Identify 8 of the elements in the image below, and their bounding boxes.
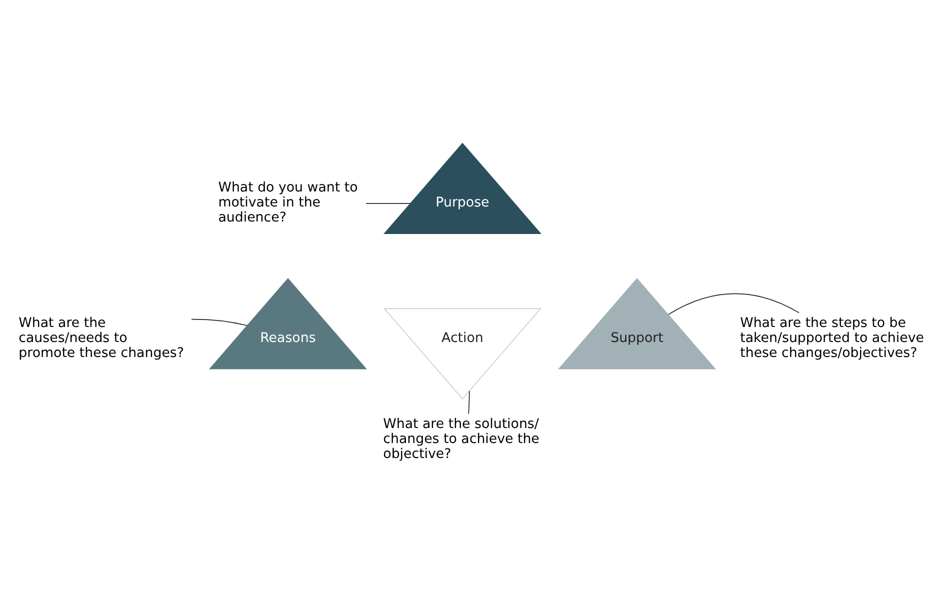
- connector: [468, 390, 470, 414]
- node-text: What are the causes/needs to promote these changes?: [18, 315, 184, 360]
- node-text: What are the steps to be taken/supported to achieve these changes/objectives?: [740, 315, 924, 360]
- connector: [191, 318, 248, 326]
- node-text: What are the solutions/ changes to achieve the objective?: [383, 416, 540, 462]
- connector: [668, 292, 800, 314]
- node-text: What do you want to motivate in the audience?: [218, 180, 358, 226]
- connector: [366, 202, 411, 204]
